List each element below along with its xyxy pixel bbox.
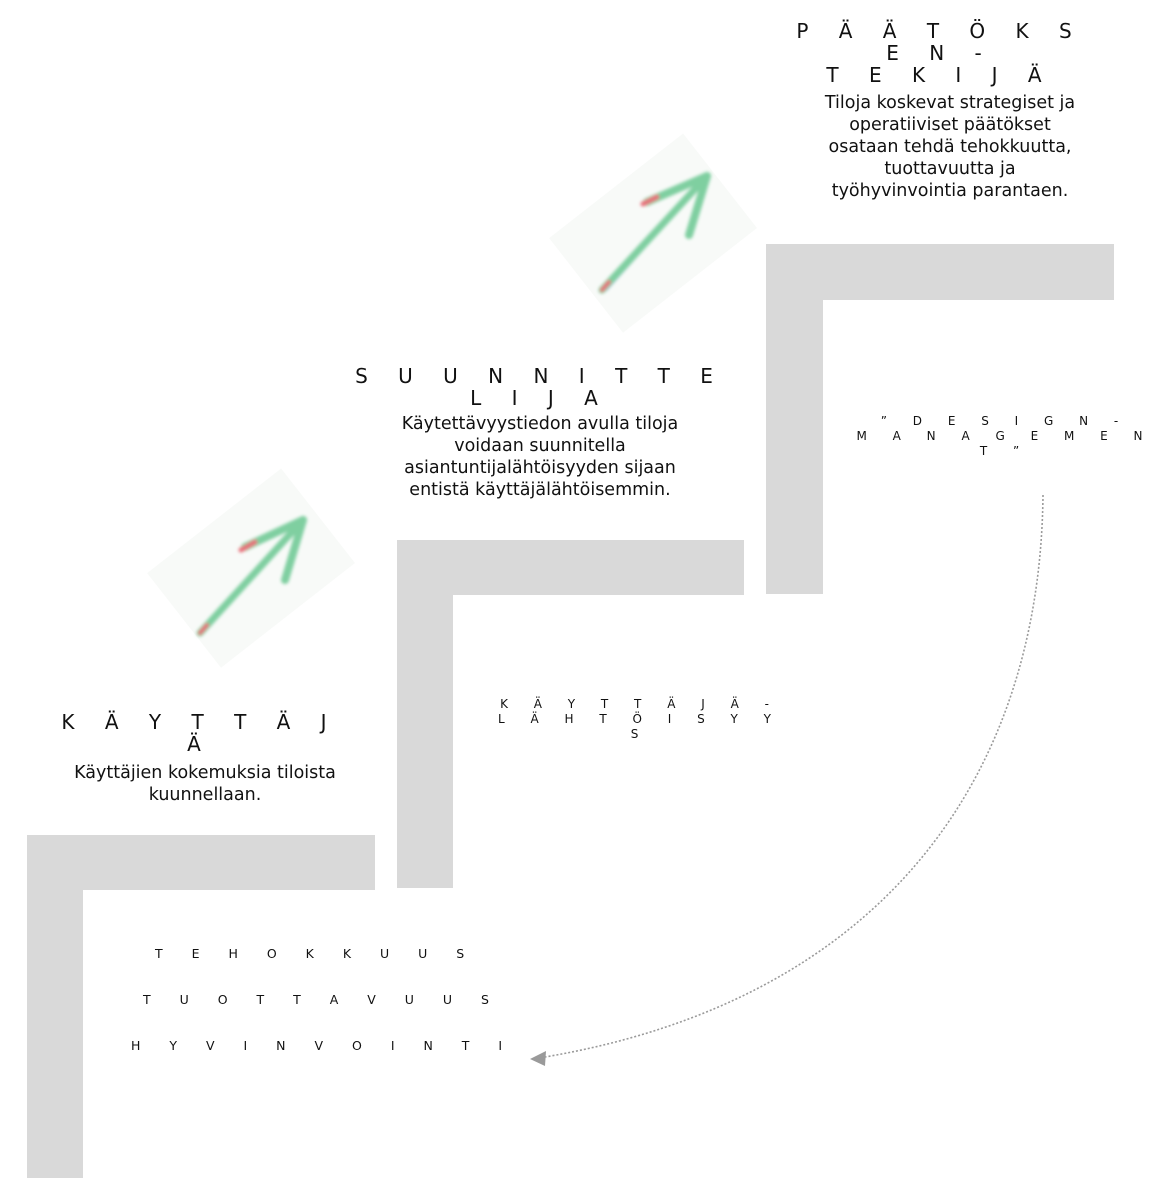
step-2-vertical — [397, 540, 453, 888]
level-2-description: Käytettävyystiedon avulla tiloja voidaan… — [401, 414, 679, 500]
outcome-hyvinvointi: H Y V I N V O I N T I — [131, 1038, 515, 1053]
step-1-vertical — [27, 835, 83, 1178]
kayttajalahtoisyys-label: K Ä Y T T Ä J Ä - L Ä H T Ö I S Y Y S — [497, 697, 783, 741]
outcome-tuottavuus: T U O T T A V U U S — [143, 992, 502, 1007]
step-2-horizontal — [397, 540, 744, 595]
step-1-horizontal — [27, 835, 375, 890]
up-right-arrow-icon — [549, 133, 757, 333]
level-3-title: P Ä Ä T Ö K S E N - T E K I J Ä — [796, 19, 1084, 87]
step-3-horizontal — [766, 244, 1114, 300]
level-1-description: Käyttäjien kokemuksia tiloista kuunnella… — [74, 763, 336, 805]
level-1-title: K Ä Y T T Ä J Ä — [61, 710, 339, 756]
outcome-tehokkuus: T E H O K K U U S — [155, 946, 477, 961]
level-3-description: Tiloja koskevat strategiset ja operatiiv… — [824, 93, 1076, 201]
level-2-title: S U U N N I T T E L I J A — [355, 364, 725, 410]
design-management-label: ” D E S I G N - M A N A G E M E N T ” — [856, 414, 1154, 458]
step-3-vertical — [766, 244, 823, 594]
up-right-arrow-icon — [147, 468, 355, 668]
